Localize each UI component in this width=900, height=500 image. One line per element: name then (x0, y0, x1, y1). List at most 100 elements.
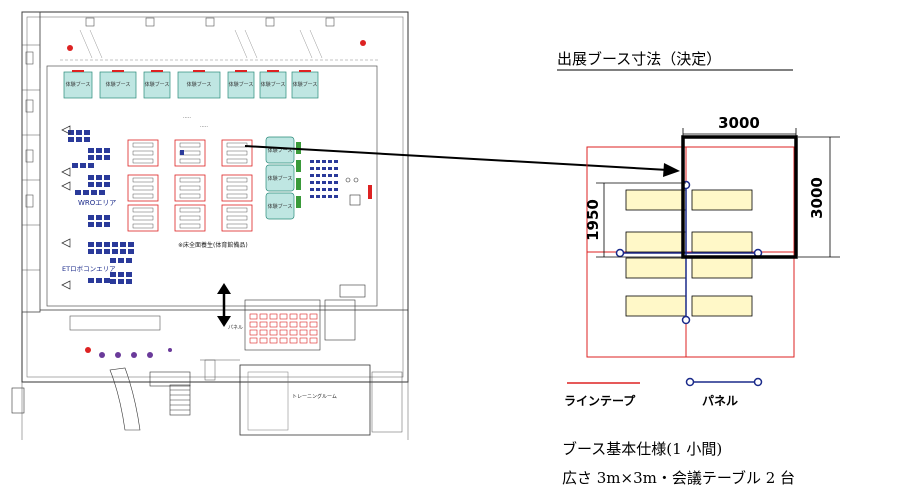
legend-line-tape-label: ラインテープ (564, 393, 636, 408)
lower-table (299, 329, 308, 336)
chair (96, 278, 102, 283)
top-booth (99, 71, 137, 99)
booth-table (691, 257, 753, 279)
floor-panel-label: パネル (228, 325, 243, 331)
training-room-inner (247, 371, 289, 431)
lower-table (269, 337, 278, 344)
right-seat (310, 167, 314, 170)
right-seat (328, 188, 332, 191)
lower-table (249, 321, 258, 328)
booth-table (691, 189, 753, 211)
chair (88, 222, 94, 227)
mid-booth (265, 192, 295, 220)
lower-table-area (244, 299, 321, 351)
lower-table (309, 337, 318, 344)
chair (88, 249, 94, 254)
table-row (226, 215, 248, 221)
chair (83, 190, 89, 195)
table-row (179, 177, 201, 183)
chair (120, 242, 126, 247)
mid-booth-label: 体験ブース (268, 147, 293, 154)
booth-3m-box (681, 135, 798, 259)
chair (88, 163, 94, 168)
mid-booth (265, 164, 295, 192)
right-seat (310, 181, 314, 184)
top-wall-columns (39, 12, 380, 68)
table-grid (127, 139, 253, 232)
table-row (179, 142, 201, 148)
top-booth (143, 71, 171, 99)
chair (91, 190, 97, 195)
table-row (132, 150, 154, 156)
tiny-label-a: ····· (183, 115, 191, 121)
table-row (132, 223, 154, 229)
chair (76, 137, 82, 142)
double-arrow-icon (217, 283, 231, 327)
top-booth-marker (151, 70, 163, 72)
table-cell (221, 204, 253, 232)
table-row (226, 223, 248, 229)
left-triangles (61, 125, 71, 290)
lower-table (259, 313, 268, 320)
lower-table (309, 313, 318, 320)
right-seat (328, 195, 332, 198)
chair (104, 249, 110, 254)
lower-table (279, 321, 288, 328)
table-row (132, 207, 154, 213)
legend-panel-swatch (685, 377, 763, 387)
chair (126, 279, 132, 284)
table-row (226, 193, 248, 199)
chair (96, 148, 102, 153)
chair (120, 249, 126, 254)
top-booth (177, 71, 221, 99)
table-cell (174, 204, 206, 232)
table-row (179, 185, 201, 191)
lower-table (299, 337, 308, 344)
lower-table (299, 321, 308, 328)
table-row (132, 193, 154, 199)
chair (104, 278, 110, 283)
mid-booth (265, 136, 295, 164)
chair (104, 155, 110, 160)
bottom-wall (21, 359, 409, 440)
chair (104, 215, 110, 220)
right-seat (334, 174, 338, 177)
chair (126, 272, 132, 277)
dim-left-label: 1950 (584, 199, 602, 241)
lower-table (279, 313, 288, 320)
wro-area-label: WROエリア (78, 199, 116, 207)
right-seat (316, 195, 320, 198)
left-wall-band (21, 11, 41, 313)
top-booth-label: 体験ブース (145, 81, 170, 88)
mid-booth-label: 体験ブース (268, 203, 293, 210)
right-seat (316, 181, 320, 184)
top-booth-label: 体験ブース (229, 81, 254, 88)
lower-table (249, 329, 258, 336)
right-seat (316, 174, 320, 177)
chair (110, 279, 116, 284)
table-cell (127, 174, 159, 202)
table-row (132, 215, 154, 221)
top-booth-marker (112, 70, 124, 72)
chair (75, 190, 81, 195)
right-seat (322, 181, 326, 184)
dim-right-label: 3000 (808, 177, 826, 219)
connector-arrow (244, 145, 680, 177)
dim-left (596, 182, 686, 258)
table-row (226, 158, 248, 164)
top-booth-marker (235, 70, 247, 72)
right-seat (310, 195, 314, 198)
right-seat (328, 181, 332, 184)
chair (88, 148, 94, 153)
top-booth (63, 71, 93, 99)
tiny-label-b: ····· (200, 124, 208, 130)
top-booth-label: 体験ブース (261, 81, 286, 88)
table-row (132, 142, 154, 148)
table-row (132, 177, 154, 183)
lower-table (259, 337, 268, 344)
table-cell (127, 204, 159, 232)
top-booth (291, 71, 319, 99)
chair (80, 163, 86, 168)
table-cell (221, 174, 253, 202)
